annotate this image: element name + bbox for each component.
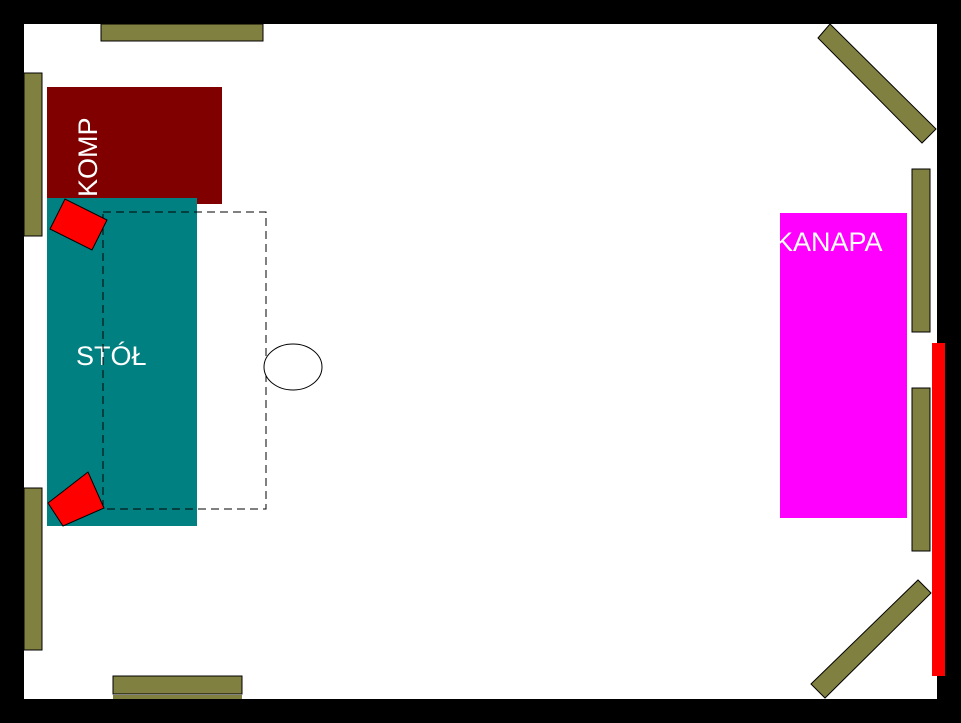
chair-upper [49,198,108,251]
wall-panel-left-upper [23,72,43,237]
wall-panel-right-lower [911,387,931,552]
wall-panel-bottom [112,675,243,695]
heater-bar [932,343,945,676]
wall-panel-corner-bottom-right [810,579,932,699]
komp-label: KOMP [73,117,103,197]
wall-panel-right-upper [911,168,931,333]
kanapa-sofa [780,213,907,518]
komp-desk [47,87,222,204]
kanapa-label: KANAPA [775,227,883,257]
ellipse-object [263,343,323,391]
wall-panel-bottom-edge [113,695,242,699]
stol-label: STÓŁ [76,340,147,371]
wall-panel-corner-top-right [817,23,937,144]
wall-panel-left-lower [23,487,43,651]
stol-table [47,198,197,526]
table-extension-dashed [102,211,267,510]
chair-lower [47,471,105,527]
wall-panel-top [100,23,264,42]
